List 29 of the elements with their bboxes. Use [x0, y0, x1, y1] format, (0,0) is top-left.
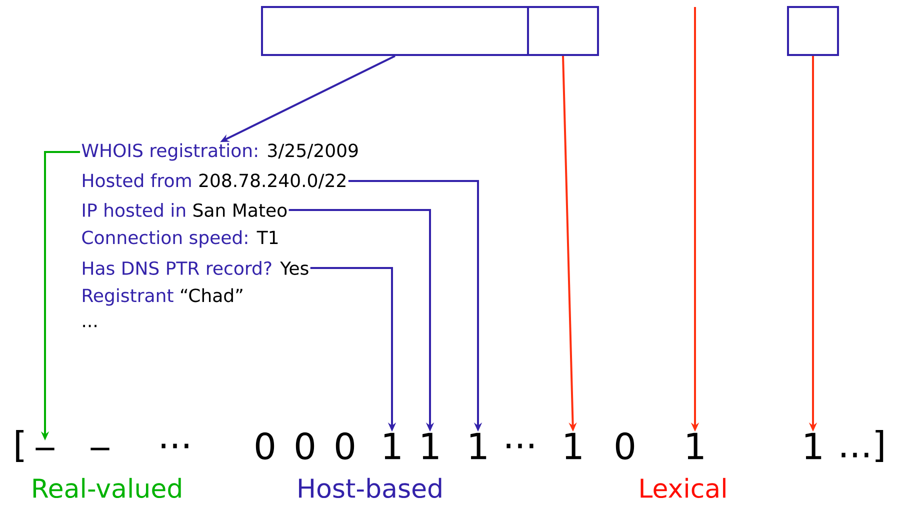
- highlight-box: [527, 6, 599, 56]
- info-line: Hosted from 208.78.240.0/22: [82, 173, 346, 189]
- info-line: Connection speed: T1: [82, 230, 278, 248]
- vector-entry: _: [90, 448, 110, 450]
- info-line: ...: [83, 324, 96, 328]
- vector-entry: 1: [688, 432, 704, 460]
- vector-entry: [: [16, 430, 24, 462]
- vector-entry: 0: [296, 432, 314, 460]
- category-label: Lexical: [640, 478, 726, 498]
- vector-entry: _: [36, 448, 54, 450]
- highlight-box: [261, 6, 529, 56]
- vector-entry: 1: [470, 432, 486, 460]
- vector-entry: 1: [422, 432, 438, 460]
- vector-entry: ...: [162, 444, 188, 448]
- info-line: Has DNS PTR record? Yes: [82, 261, 308, 275]
- vector-entry: 1: [566, 432, 582, 460]
- vector-entry: 0: [616, 432, 634, 460]
- vector-entry: 0: [336, 432, 354, 460]
- vector-entry: 1: [384, 432, 400, 460]
- info-line: IP hosted in San Mateo: [82, 203, 287, 217]
- category-label: Real-valued: [33, 478, 181, 498]
- vector-entry: 0: [256, 432, 274, 460]
- highlight-box: [787, 6, 839, 56]
- vector-entry: ...: [506, 444, 534, 448]
- vector-entry: ...]: [842, 430, 884, 462]
- info-line: WHOIS registration: 3/25/2009: [82, 143, 358, 161]
- info-line: Registrant “Chad”: [82, 288, 242, 306]
- category-label: Host-based: [299, 478, 442, 498]
- vector-entry: 1: [806, 432, 822, 460]
